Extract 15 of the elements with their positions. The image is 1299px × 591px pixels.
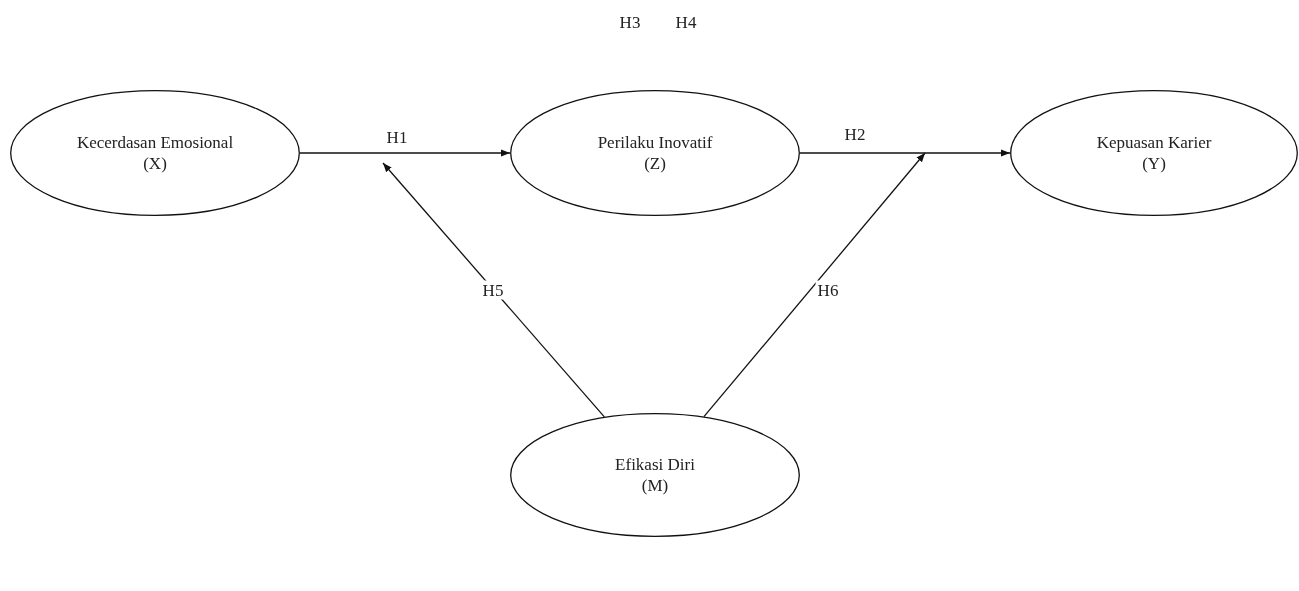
node-label: Kepuasan Karier bbox=[1096, 132, 1212, 153]
node-label: (Z) bbox=[644, 153, 666, 174]
hypothesis-label: H4 bbox=[675, 12, 697, 32]
node-label: Efikasi Diri bbox=[615, 454, 695, 475]
node-label: Kecerdasan Emosional bbox=[76, 132, 234, 153]
arrow bbox=[799, 149, 1011, 157]
node-label: (M) bbox=[641, 475, 669, 496]
node-label: Perilaku Inovatif bbox=[597, 132, 713, 153]
arrow bbox=[382, 162, 605, 418]
arrow bbox=[703, 152, 926, 418]
node-label: (X) bbox=[143, 153, 167, 174]
arrow bbox=[299, 149, 511, 157]
hypothesis-label: H3 bbox=[619, 12, 641, 32]
node-label: (Y) bbox=[1142, 153, 1166, 174]
edge-label: H5 bbox=[480, 280, 506, 300]
